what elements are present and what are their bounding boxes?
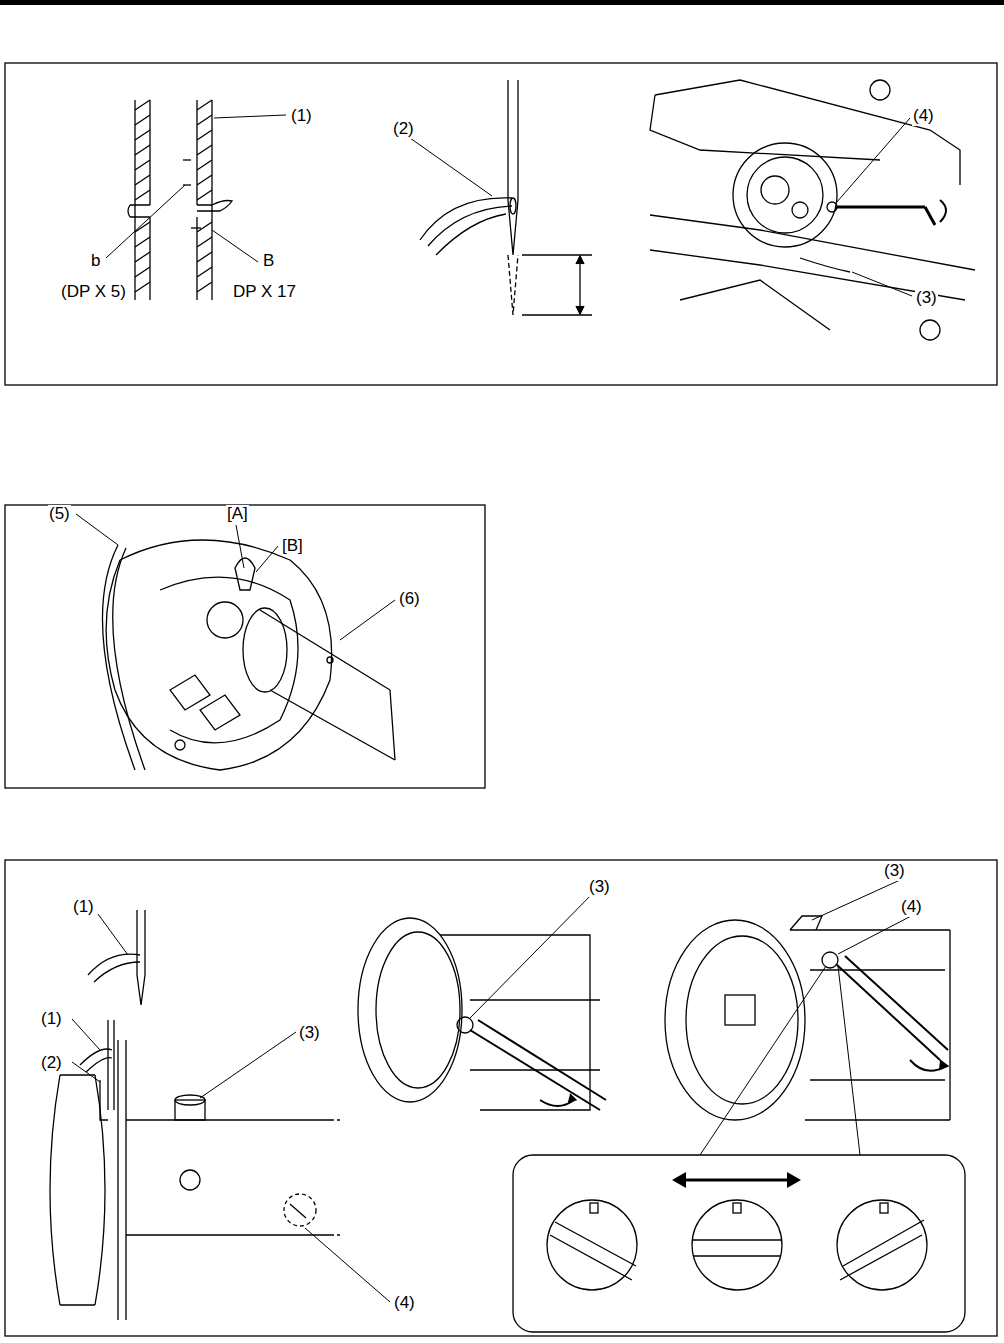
panel-frame (5, 63, 997, 385)
panel-frame (5, 505, 485, 788)
callout-number: B (262, 252, 275, 271)
callout-number: (3) (883, 862, 906, 881)
leader-line (836, 118, 912, 296)
callout-number: (4) (912, 107, 935, 126)
callout-number: (4) (900, 898, 923, 917)
callout-number: (DP X 5) (60, 283, 127, 302)
callout-number: (3) (915, 289, 938, 308)
hook-screwdriver (358, 918, 606, 1110)
hook-screwdriver (665, 916, 950, 1120)
needle-hook (420, 80, 592, 315)
callout-number: (1) (40, 1010, 63, 1029)
hook-assembly (650, 80, 975, 340)
callout-number: (3) (588, 878, 611, 897)
callout-number: (3) (298, 1024, 321, 1043)
leader-line (76, 514, 395, 640)
callout-number: [A] (226, 505, 249, 524)
leader-line (410, 138, 492, 196)
callout-number: (4) (393, 1294, 416, 1313)
callout-number: (6) (398, 590, 421, 609)
rotary-hook (102, 540, 395, 770)
callout-number: (1) (290, 107, 313, 126)
needle-hook (88, 910, 145, 1005)
callout-number: DP X 17 (232, 283, 297, 302)
slot-inset (513, 1155, 965, 1332)
callout-number: (5) (48, 505, 71, 524)
callout-number: (2) (392, 120, 415, 139)
callout-number: (2) (40, 1054, 63, 1073)
leader-line (98, 914, 128, 955)
header-bar (0, 0, 1004, 5)
panel-frame (5, 860, 997, 1336)
callout-number: (1) (72, 898, 95, 917)
leader-line (72, 1019, 390, 1302)
leader-line (106, 115, 286, 262)
callout-number: b (90, 252, 101, 271)
leader-line (700, 880, 915, 1155)
needle-bar (128, 100, 232, 300)
leader-line (470, 888, 598, 1018)
callout-number: [B] (281, 537, 304, 556)
hook-side-view (50, 1020, 340, 1320)
